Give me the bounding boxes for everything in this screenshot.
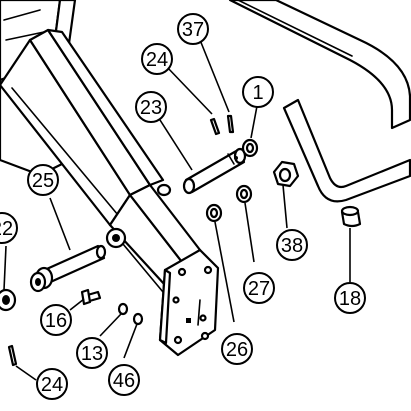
callout-label-37: 37 — [182, 19, 204, 41]
callout-label-38: 38 — [281, 235, 303, 257]
pin-24-lower — [7, 344, 18, 367]
main-upright — [0, 28, 202, 299]
callout-18: 18 — [334, 282, 366, 314]
callout-label-16: 16 — [45, 310, 67, 332]
callout-label-26: 26 — [226, 339, 248, 361]
callout-label-22: 22 — [0, 218, 13, 240]
pin-23 — [182, 147, 247, 195]
callout-13: 13 — [76, 337, 108, 369]
washer-1 — [241, 138, 259, 158]
callout-46: 46 — [108, 364, 140, 396]
leader-lines — [3, 29, 351, 381]
callout-label-13: 13 — [81, 343, 103, 365]
spring-pins — [209, 114, 235, 136]
pin-25 — [29, 244, 107, 293]
callout-label-24-lower: 24 — [41, 374, 63, 396]
washer-46 — [132, 312, 144, 326]
callout-label-23: 23 — [140, 97, 162, 119]
callout-37: 37 — [177, 13, 209, 45]
callout-label-24-upper: 24 — [146, 49, 168, 71]
washer-26 — [205, 203, 223, 223]
bushing-22 — [0, 288, 17, 312]
washer-27 — [235, 184, 253, 204]
callout-23: 23 — [135, 91, 167, 123]
callout-label-27: 27 — [248, 278, 270, 300]
callout-38: 38 — [276, 229, 308, 261]
callout-24-lower: 24 — [36, 368, 68, 400]
bolt-16 — [80, 288, 102, 306]
callout-label-25: 25 — [32, 170, 54, 192]
top-frame-tube — [228, 0, 411, 130]
bushing-18 — [340, 205, 362, 228]
callout-label-1: 1 — [252, 82, 263, 104]
right-hoop — [282, 98, 411, 203]
mounting-plate — [158, 248, 220, 357]
nut-38 — [272, 160, 300, 188]
callout-27: 27 — [243, 272, 275, 304]
callout-label-18: 18 — [339, 288, 361, 310]
callout-1: 1 — [242, 76, 274, 108]
washer-13 — [117, 302, 129, 316]
callout-25: 25 — [27, 164, 59, 196]
callout-24-upper: 24 — [141, 43, 173, 75]
callout-22: 22 — [0, 212, 18, 244]
callout-26: 26 — [221, 333, 253, 365]
callout-label-46: 46 — [113, 370, 135, 392]
callout-16: 16 — [40, 304, 72, 336]
